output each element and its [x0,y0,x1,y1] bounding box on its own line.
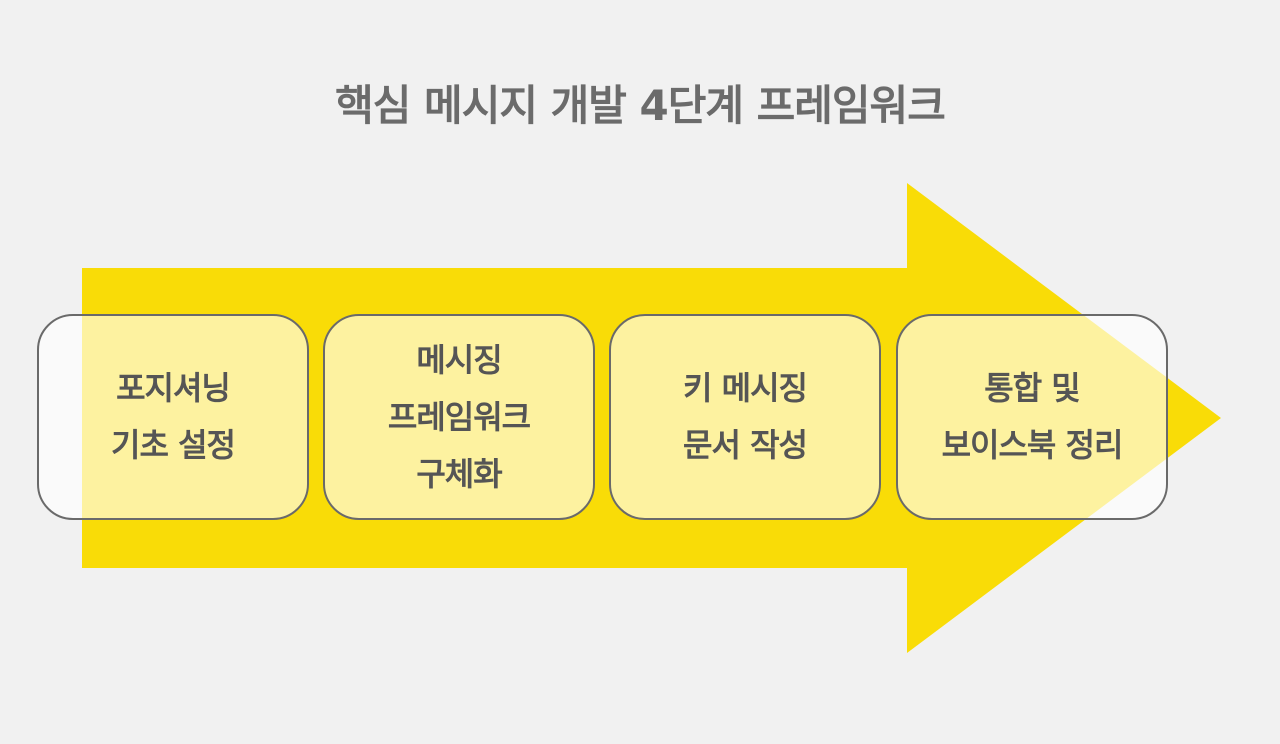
step-2-line-1: 메시징 [416,340,502,379]
step-3-line-1: 키 메시징 [683,369,808,407]
step-3-line-2: 문서 작성 [683,426,808,464]
step-4-line-2: 보이스북 정리 [941,426,1124,464]
step-2-line-2: 프레임워크 [387,397,531,436]
step-1-line-2: 기초 설정 [111,426,236,464]
step-4-line-1: 통합 및 [984,369,1080,407]
step-2-box: 메시징 프레임워크 구체화 [323,314,595,520]
step-2-line-3: 구체화 [416,454,502,493]
page-title: 핵심 메시지 개발 4단계 프레임워크 [335,81,946,130]
step-1-line-1: 포지셔닝 [116,369,231,407]
step-1-box: 포지셔닝 기초 설정 [37,314,309,520]
step-4-box: 통합 및 보이스북 정리 [896,314,1168,520]
step-3-box: 키 메시징 문서 작성 [609,314,881,520]
